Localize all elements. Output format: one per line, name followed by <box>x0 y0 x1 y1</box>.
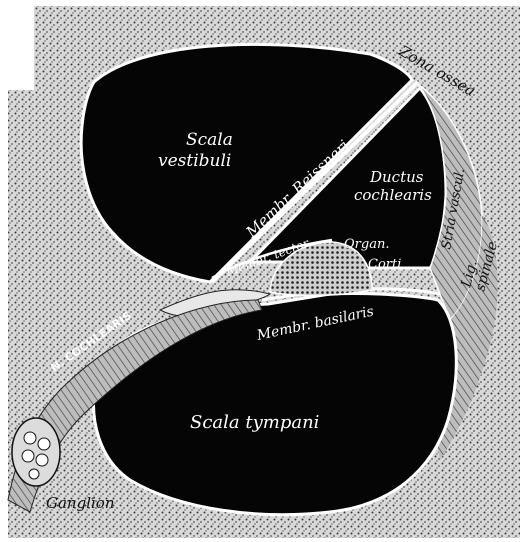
label-scala-vestibuli-line2: vestibuli <box>158 151 231 171</box>
white-corner-top-left <box>0 0 34 90</box>
spiral-ganglion <box>12 418 60 486</box>
label-scala-vestibuli-line1: Scala <box>186 130 233 150</box>
label-ganglion: Ganglion <box>46 494 114 512</box>
label-organ-line1: Organ. <box>344 237 389 252</box>
label-organ-line2: Corti <box>368 257 401 272</box>
label-scala-tympani: Scala tympani <box>190 412 319 433</box>
label-ductus-line2: cochlearis <box>354 186 432 204</box>
label-ductus-line1: Ductus <box>369 168 424 186</box>
